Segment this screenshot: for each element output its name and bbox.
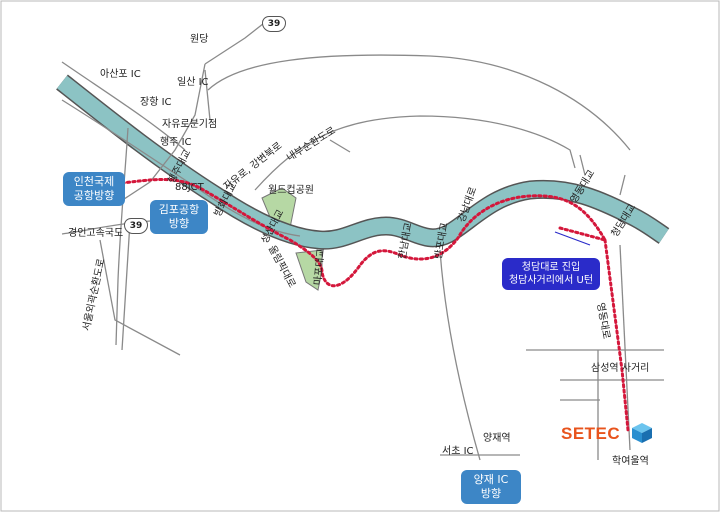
- label-janghang-ic: 장항 IC: [140, 97, 172, 108]
- label-seocho-ic: 서초 IC: [442, 446, 474, 457]
- callout-yangjae-ic: 양재 IC 방향: [461, 470, 521, 504]
- label-yangjae-station: 양재역: [483, 433, 511, 444]
- callout-incheon-airport: 인천국제 공항방향: [63, 172, 125, 206]
- callout-cheongdam-line2: 청담사거리에서 U턴: [508, 275, 594, 286]
- label-asanpo-ic: 아산포 IC: [100, 69, 141, 80]
- callout-gimpo-airport: 김포공항 방향: [150, 200, 208, 234]
- callout-incheon-line1: 인천국제: [73, 175, 115, 188]
- route-39-shield-top: 39: [262, 16, 286, 32]
- label-hakyeoul-station: 학여울역: [612, 456, 649, 467]
- label-gyeongin-expressway: 경인고속국도: [68, 228, 124, 239]
- callout-yangjae-line2: 방향: [480, 487, 502, 500]
- callout-cheongdam-uturn: 청담대로 진입 청담사거리에서 U턴: [502, 258, 600, 290]
- setec-cube-icon: [632, 423, 652, 443]
- label-wondang: 원당: [190, 34, 209, 45]
- label-worldcup-park: 월드컵공원: [268, 185, 314, 196]
- callout-gimpo-line1: 김포공항: [158, 203, 200, 216]
- guide-route: [120, 178, 630, 432]
- label-ilsan-ic: 일산 IC: [177, 77, 209, 88]
- setec-logo-text: SETEC: [561, 424, 621, 443]
- label-haengju-ic: 행주 IC: [160, 137, 192, 148]
- callout-cheongdam-line1: 청담대로 진입: [521, 262, 581, 273]
- route-39-shield-left: 39: [124, 218, 148, 234]
- road-network: [61, 19, 664, 461]
- callout-incheon-line2: 공항방향: [73, 189, 115, 202]
- callout-gimpo-line2: 방향: [168, 217, 190, 230]
- label-samseong-crossroad: 삼성역 사거리: [591, 363, 650, 374]
- label-jayuro-junction: 자유로분기점: [162, 119, 218, 130]
- label-88jct: 88JCT: [175, 182, 204, 193]
- callout-yangjae-line1: 양재 IC: [473, 473, 509, 486]
